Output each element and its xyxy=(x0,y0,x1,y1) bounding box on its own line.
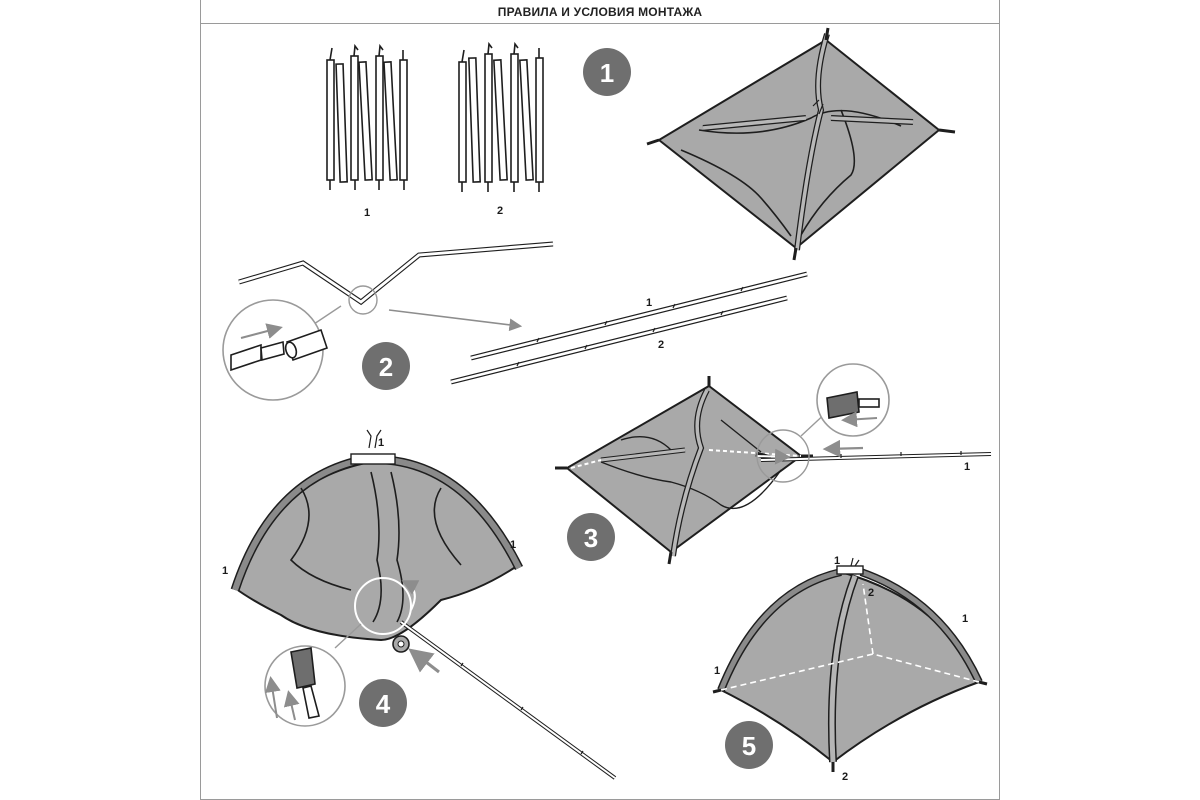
step-5-number: 5 xyxy=(742,731,756,761)
pole-bundle-2 xyxy=(458,41,544,192)
step-2-badge: 2 xyxy=(362,342,410,390)
step-4-label-right: 1 xyxy=(510,539,516,551)
step-5-label-2a: 2 xyxy=(868,587,874,599)
step-3-number: 3 xyxy=(584,523,598,553)
step-5-badge: 5 xyxy=(725,721,773,769)
instruction-sheet: ПРАВИЛА И УСЛОВИЯ МОНТАЖА xyxy=(200,0,1000,800)
pole-bundle-1 xyxy=(326,43,408,190)
step-2-pole-label-2: 2 xyxy=(658,339,664,351)
step-5-label-top: 1 xyxy=(834,555,840,567)
step-1-number: 1 xyxy=(600,58,614,88)
step-5-label-right: 1 xyxy=(962,613,968,625)
assembled-pole-1 xyxy=(470,271,808,361)
step-5-label-2b: 2 xyxy=(842,771,848,783)
step-2-pole-label-1: 1 xyxy=(646,297,652,309)
step-2-pole-assembly: 1 2 xyxy=(222,241,808,401)
step-3-insert-pole: 1 xyxy=(555,363,992,565)
folded-poles-figure xyxy=(326,41,544,192)
step-4-label-top: 1 xyxy=(378,437,384,449)
poles-label-1: 1 xyxy=(364,207,370,219)
step-1-flat-tent xyxy=(646,27,956,261)
step-5-assembled-tent: 1 2 1 1 2 xyxy=(712,555,988,783)
step-3-badge: 3 xyxy=(567,513,615,561)
header-bar: ПРАВИЛА И УСЛОВИЯ МОНТАЖА xyxy=(201,0,999,24)
step-1-badge: 1 xyxy=(583,48,631,96)
assembly-diagram: 1 2 1 xyxy=(222,27,992,783)
step-3-pole-label-1: 1 xyxy=(964,461,970,473)
step-2-number: 2 xyxy=(379,352,393,382)
assembled-pole-2 xyxy=(450,295,788,385)
step-4-label-left: 1 xyxy=(222,565,228,577)
step-4-raise-tent: 1 1 1 xyxy=(222,429,617,780)
step-5-label-left: 1 xyxy=(714,665,720,677)
step-4-badge: 4 xyxy=(359,679,407,727)
page-title: ПРАВИЛА И УСЛОВИЯ МОНТАЖА xyxy=(497,4,703,19)
poles-label-2: 2 xyxy=(497,205,503,217)
step-4-number: 4 xyxy=(376,689,391,719)
